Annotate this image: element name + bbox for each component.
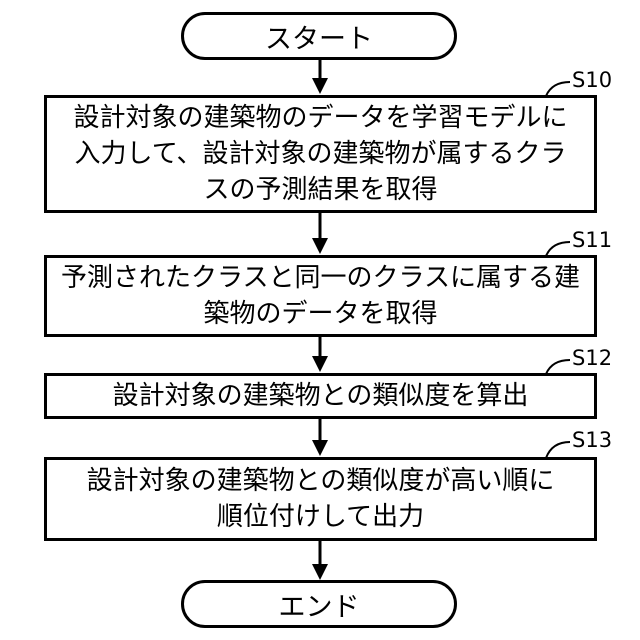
arrowhead-s13-to-end [312, 564, 328, 580]
s12-label-leader [546, 360, 570, 374]
start-terminal: スタート [181, 12, 457, 60]
end-terminal: エンド [181, 580, 457, 628]
process-step-s11: 予測されたクラスと同一のクラスに属する建 築物のデータを取得 [44, 255, 597, 337]
step-id-s11: S11 [572, 228, 612, 252]
process-step-s12: 設計対象の建築物との類似度を算出 [44, 373, 597, 419]
step-id-s10: S10 [572, 68, 612, 92]
step-id-s12: S12 [572, 346, 612, 370]
arrowhead-s10-to-s11 [312, 238, 328, 254]
start-label: スタート [265, 17, 373, 56]
s13-label-leader [546, 442, 570, 458]
process-step-s13: 設計対象の建築物との類似度が高い順に 順位付けして出力 [44, 457, 597, 541]
step-id-s13: S13 [572, 428, 612, 452]
step-text-s10: 設計対象の建築物のデータを学習モデルに 入力して、設計対象の建築物が属するクラ … [73, 100, 567, 208]
step-text-s12: 設計対象の建築物との類似度を算出 [113, 378, 529, 414]
s10-label-leader [546, 82, 570, 96]
process-step-s10: 設計対象の建築物のデータを学習モデルに 入力して、設計対象の建築物が属するクラ … [44, 95, 597, 213]
arrowhead-s11-to-s12 [312, 356, 328, 372]
end-label: エンド [279, 585, 360, 624]
s11-label-leader [546, 242, 570, 256]
step-text-s13: 設計対象の建築物との類似度が高い順に 順位付けして出力 [87, 463, 555, 535]
step-text-s11: 予測されたクラスと同一のクラスに属する建 築物のデータを取得 [61, 260, 580, 332]
arrowhead-s12-to-s13 [312, 440, 328, 456]
arrowhead-start-to-s10 [312, 78, 328, 94]
